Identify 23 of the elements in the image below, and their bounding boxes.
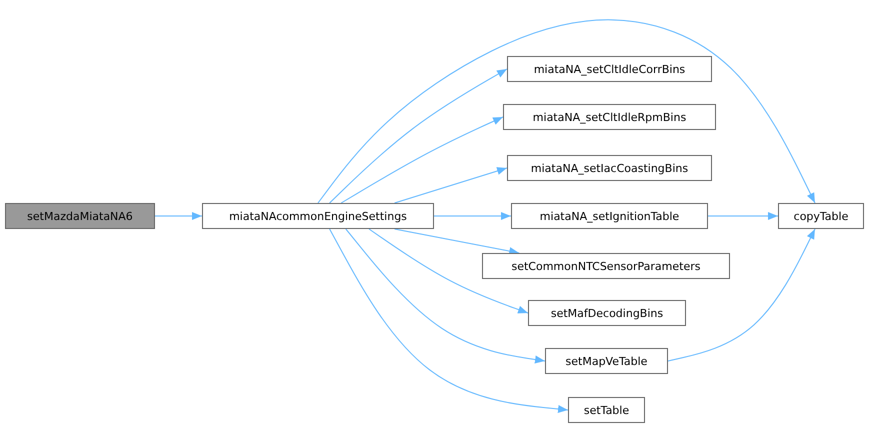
arrow [154,212,202,220]
arrow [318,19,816,204]
function-box: copyTable [778,203,864,229]
arrow [708,212,778,220]
function-box: miataNA_setIacCoastingBins [507,155,712,181]
function-box: setCommonNTCSensorParameters [482,253,730,279]
function-box: setMazdaMiataNA6 [5,203,155,229]
function-box: miataNAcommonEngineSettings [202,203,434,229]
function-box: setMafDecodingBins [528,300,686,326]
function-box: miataNA_setCltIdleCorrBins [507,56,712,82]
arrow [329,228,568,413]
arrow [668,228,816,362]
arrow [394,228,520,256]
arrow [329,68,508,204]
function-box: setTable [568,397,645,423]
function-box: miataNA_setCltIdleRpmBins [503,104,716,130]
arrow [345,228,546,364]
arrow [340,116,504,204]
function-box: setMapVeTable [545,348,668,374]
function-box: miataNA_setIgnitionTable [511,203,708,229]
arrow [394,167,508,204]
arrow [368,228,528,314]
arrow [434,212,512,220]
